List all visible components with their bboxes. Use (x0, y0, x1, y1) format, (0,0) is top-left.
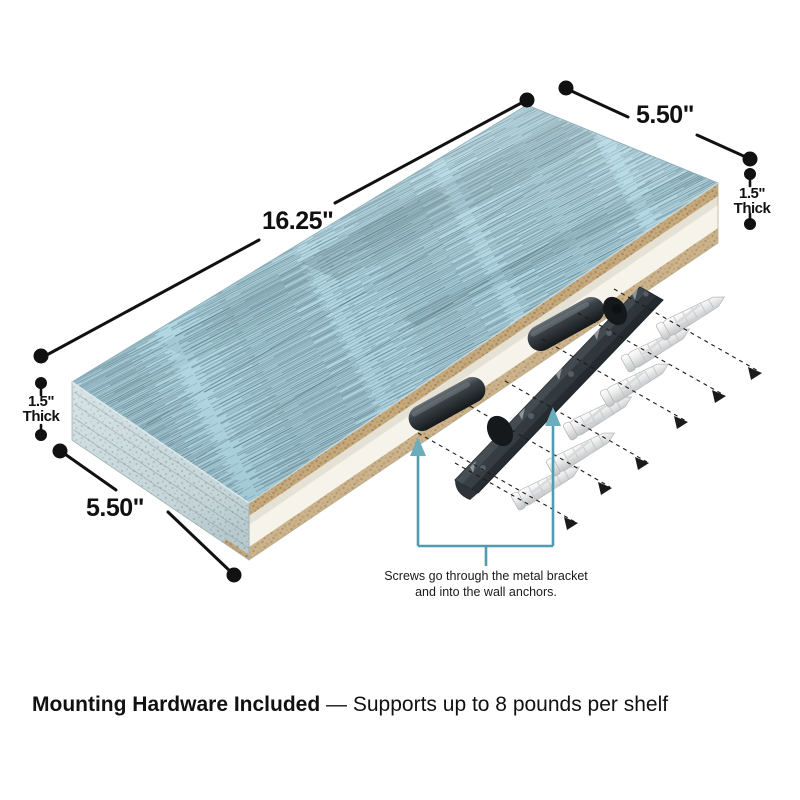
bracket-rod (408, 296, 605, 432)
wall-anchor (599, 363, 670, 408)
mounting-hardware-banner: Mounting Hardware Included — Supports up… (32, 693, 668, 717)
assembly-arrowhead-group (564, 367, 762, 530)
thickness-marker-left (35, 377, 47, 441)
wall-anchor (510, 466, 581, 511)
dimension-label-depth-top: 5.50" (636, 101, 695, 129)
length-leader-left (41, 238, 261, 359)
length-dot-left (33, 348, 49, 364)
shelf-top-surface (71, 104, 719, 504)
thickness-left-line2: Thick (22, 408, 60, 425)
thickness-left-line1: 1.5" (28, 393, 54, 410)
depth-front-dot-bottom (226, 567, 242, 583)
depth-top-leader-right (695, 133, 750, 160)
dimension-label-thickness-left: 1.5" Thick (19, 394, 63, 424)
length-leader-right (333, 99, 527, 205)
assembly-arrow-group (417, 288, 761, 524)
banner-bold-text: Mounting Hardware Included (32, 693, 321, 716)
dimension-label-depth-front: 5.50" (86, 494, 145, 522)
callout-arrowheads (410, 407, 561, 456)
depth-top-dot-right (742, 151, 758, 167)
callout-line-1: Screws go through the metal bracket (384, 569, 588, 583)
wall-anchor (620, 328, 691, 373)
dimension-label-thickness-right: 1.5" Thick (730, 186, 774, 216)
thickness-right-line2: Thick (733, 200, 771, 217)
metal-bracket (408, 286, 664, 500)
depth-front-leader-top (60, 450, 118, 492)
depth-front-dot-top (52, 443, 68, 459)
wall-anchor (655, 296, 726, 341)
callout-description: Screws go through the metal bracket and … (336, 569, 636, 600)
banner-dash: — (326, 693, 348, 716)
depth-top-dot-left (558, 80, 574, 96)
bracket-plate (454, 286, 664, 500)
thickness-right-line1: 1.5" (739, 185, 765, 202)
length-dot-right (519, 92, 535, 108)
dimension-label-length: 16.25" (262, 207, 334, 235)
thickness-marker-right (744, 168, 756, 230)
callout-line-2: and into the wall anchors. (415, 584, 557, 599)
depth-top-leader-left (565, 87, 630, 119)
banner-regular-text: Supports up to 8 pounds per shelf (352, 693, 669, 716)
shelf-edge-face (71, 381, 250, 561)
depth-front-leader-bottom (166, 510, 234, 575)
